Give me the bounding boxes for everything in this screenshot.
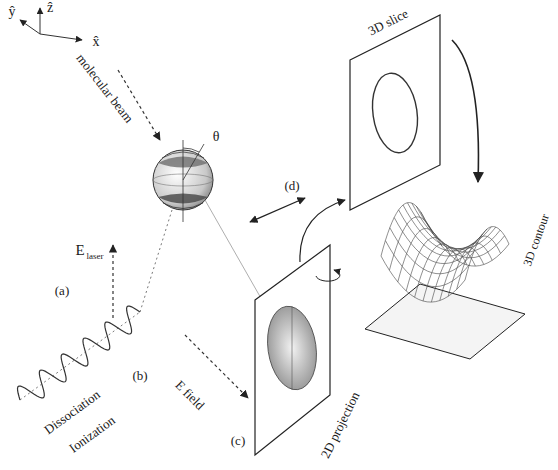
contour-mesh: [425, 220, 509, 266]
label-text: θ: [213, 130, 220, 144]
slice-plane: [350, 15, 440, 210]
label-text: E field: [173, 378, 207, 412]
contour-mesh: [465, 227, 509, 280]
label-text: ŷ: [9, 5, 16, 19]
projection-guide: [205, 200, 262, 300]
label-text: (c): [231, 434, 245, 447]
slice-to-contour-arrow: [452, 40, 478, 182]
contour-mesh: [399, 210, 483, 256]
label-text: laser: [87, 252, 104, 261]
label-text: 3D contour: [521, 212, 551, 267]
contour-surface: [365, 203, 525, 359]
label-text: molecular beam: [74, 51, 136, 125]
contour-mesh: [448, 243, 492, 296]
laser-path: [140, 210, 172, 312]
label-text: Ionization: [67, 413, 117, 455]
efield-arrow: [185, 335, 248, 398]
double-arrow: [250, 198, 305, 222]
projection-plane: [255, 245, 330, 455]
label-text: (d): [284, 179, 299, 192]
label-text: ẑ: [47, 1, 53, 15]
contour-mesh: [407, 203, 491, 249]
contour-mesh: [421, 212, 505, 258]
contour-mesh: [457, 236, 501, 289]
contour-mesh: [423, 248, 467, 301]
laser-wave: [18, 306, 140, 400]
contour-base: [365, 284, 525, 359]
contour-mesh: [412, 203, 496, 249]
contour-mesh: [416, 206, 500, 252]
label-text: E: [75, 243, 84, 258]
label-text: (b): [132, 369, 147, 382]
label-text: (a): [55, 284, 69, 297]
contour-mesh: [440, 247, 484, 300]
label-text: 2D projection: [318, 390, 361, 460]
rotation-arrow: [316, 270, 340, 281]
inversion-arrow: [300, 200, 345, 262]
ion-sphere: [153, 140, 213, 222]
label-text: x̂: [93, 35, 100, 49]
laser-axis: [20, 312, 140, 400]
polarization-arrow: [112, 245, 113, 318]
contour-mesh: [385, 241, 469, 287]
contour-mesh: [431, 249, 475, 302]
